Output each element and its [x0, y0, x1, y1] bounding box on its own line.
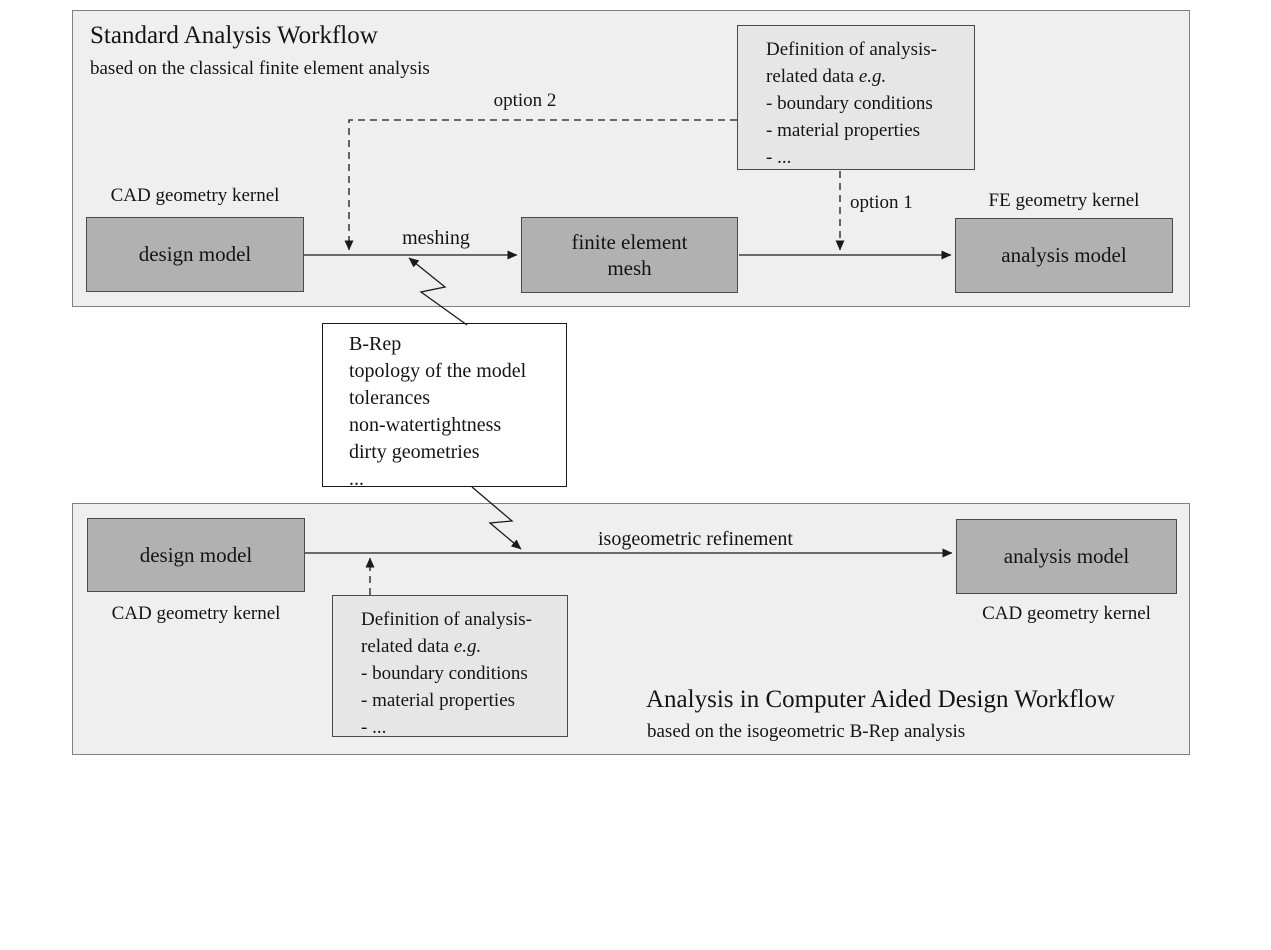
definition-line5: - ... — [766, 147, 792, 168]
top-panel-subtitle: based on the classical finite element an… — [90, 58, 430, 79]
definition-line5: - ... — [361, 717, 387, 738]
finite-element-mesh-box: finite element mesh — [521, 217, 738, 293]
design-model-box-bottom: design model — [87, 518, 305, 592]
finite-element-mesh-label: finite element mesh — [571, 229, 688, 280]
definition-line3: - boundary conditions — [361, 663, 528, 684]
analysis-model-box-top: analysis model — [955, 218, 1173, 293]
design-model-box-top: design model — [86, 217, 304, 292]
definition-line2: related data e.g. — [361, 636, 482, 657]
definition-line1: Definition of analysis- — [766, 39, 937, 60]
meshing-label: meshing — [402, 227, 470, 249]
design-model-label-top: design model — [138, 242, 252, 267]
fe-kernel-label: FE geometry kernel — [988, 190, 1140, 211]
analysis-model-label-bottom: analysis model — [1003, 544, 1130, 569]
cad-kernel-label-bottom-left: CAD geometry kernel — [111, 603, 281, 624]
definition-box-bottom: Definition of analysis- related data e.g… — [332, 595, 568, 738]
bottom-panel-title: Analysis in Computer Aided Design Workfl… — [646, 686, 1116, 713]
analysis-model-label-top: analysis model — [1001, 243, 1127, 268]
design-model-label-bottom: design model — [139, 542, 253, 567]
option2-label: option 2 — [493, 90, 557, 111]
definition-line2: related data e.g. — [766, 66, 887, 87]
brep-issues-box: B-Rep topology of the model tolerances n… — [322, 323, 567, 490]
cad-kernel-label-top: CAD geometry kernel — [110, 185, 280, 206]
definition-line4: - material properties — [766, 120, 921, 141]
top-panel-title: Standard Analysis Workflow — [90, 22, 378, 49]
analysis-model-box-bottom: analysis model — [956, 519, 1177, 594]
definition-line3: - boundary conditions — [766, 93, 933, 114]
option1-label: option 1 — [850, 192, 913, 213]
definition-line1: Definition of analysis- — [361, 609, 532, 630]
cad-kernel-label-bottom-right: CAD geometry kernel — [982, 603, 1151, 624]
definition-box-top: Definition of analysis- related data e.g… — [737, 25, 975, 170]
isogeometric-refinement-label: isogeometric refinement — [598, 528, 793, 550]
bottom-panel-subtitle: based on the isogeometric B-Rep analysis — [647, 721, 966, 742]
definition-line4: - material properties — [361, 690, 516, 711]
